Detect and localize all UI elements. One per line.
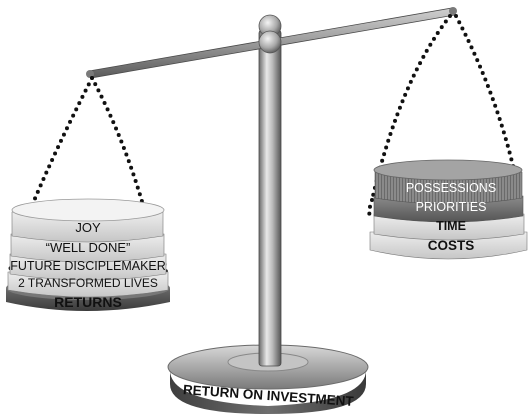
pivot-knob: [258, 30, 282, 54]
returns-layer-1: JOY: [75, 220, 101, 235]
returns-layer-4: 2 TRANSFORMED LIVES: [18, 276, 158, 290]
costs-layer-1: POSSESSIONS: [406, 181, 496, 195]
costs-label: COSTS: [428, 238, 475, 253]
returns-pan: JOY “WELL DONE” FUTURE DISCIPLEMAKER 2 T…: [6, 198, 170, 311]
costs-pan: POSSESSIONS PRIORITIES TIME COSTS: [369, 159, 528, 260]
returns-layer-2: “WELL DONE”: [46, 240, 131, 255]
right-chains: [367, 14, 516, 222]
costs-layer-2: PRIORITIES: [416, 200, 487, 214]
returns-layer-3: FUTURE DISCIPLEMAKER: [10, 259, 166, 273]
costs-layer-3: TIME: [436, 219, 466, 233]
returns-label: RETURNS: [54, 294, 122, 310]
scale-pole: [258, 29, 282, 367]
